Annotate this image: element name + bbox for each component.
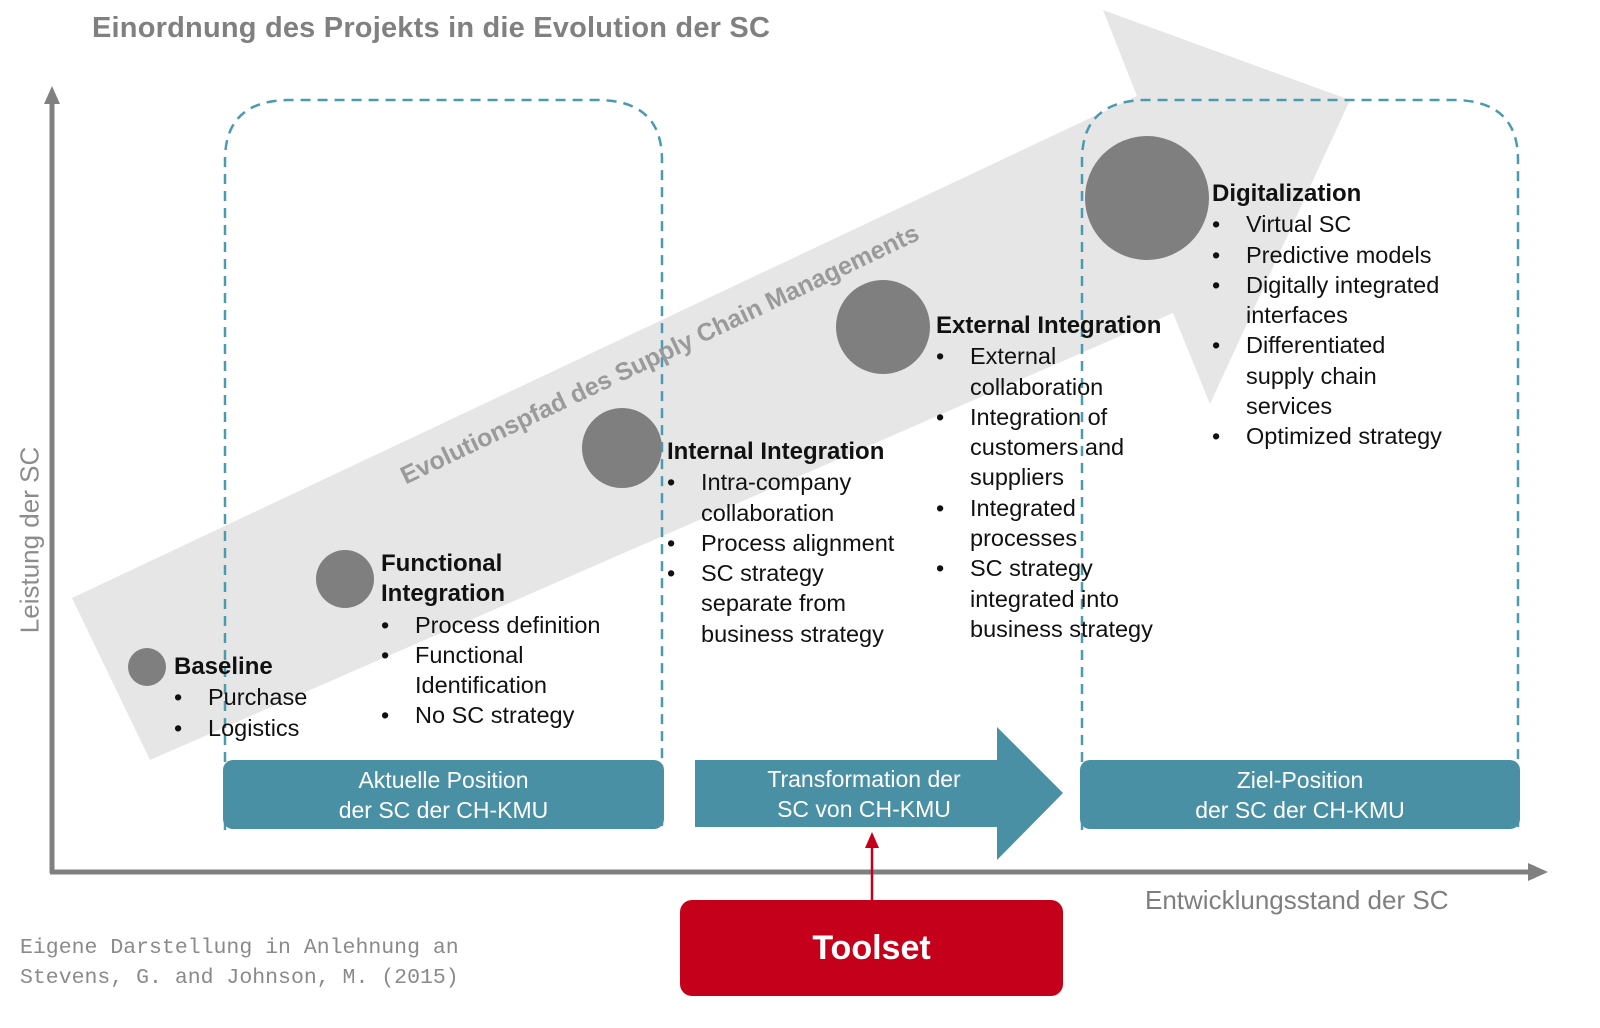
bullet-item: No SC strategy [381, 700, 601, 731]
bullet-item: SC strategy integrated into business str… [936, 553, 1161, 644]
current-position-line1: Aktuelle Position [358, 766, 529, 793]
stage-heading: Baseline [174, 653, 273, 680]
bullet-item: Process definition [381, 610, 601, 641]
bullet-item: Integration of customers and suppliers [936, 402, 1161, 493]
stage-bullets: Process definition Functional Identifica… [381, 610, 601, 731]
evolution-path-arrow [72, 10, 1350, 760]
stage-marker-internal-integration [582, 408, 662, 488]
stage-bullets: Virtual SC Predictive models Digitally i… [1212, 209, 1442, 452]
current-position-box: Aktuelle Position der SC der CH-KMU [223, 760, 664, 829]
bullet-item: External collaboration [936, 341, 1161, 402]
stage-heading: External Integration [936, 312, 1162, 339]
stage-bullets: Purchase Logistics [174, 682, 307, 743]
stage-marker-digitalization [1085, 136, 1209, 260]
target-position-line1: Ziel-Position [1236, 766, 1364, 793]
stage-heading: Functional Integration [381, 550, 505, 608]
diagram-title: Einordnung des Projekts in die Evolution… [92, 12, 771, 44]
transformation-arrow [695, 727, 1063, 860]
y-axis-arrowhead [44, 86, 60, 104]
bullet-item: Integrated processes [936, 493, 1161, 554]
toolset-connector-arrowhead [865, 832, 879, 848]
stage-bullets: Intra-company collaboration Process alig… [667, 467, 894, 649]
bullet-item: Virtual SC [1212, 209, 1442, 240]
stage-marker-functional-integration [316, 550, 374, 608]
bullet-item: Purchase [174, 682, 307, 713]
x-axis-label: Entwicklungsstand der SC [1145, 885, 1449, 915]
stage-internal-integration: Internal Integration Intra-company colla… [667, 437, 894, 649]
stage-external-integration: External Integration External collaborat… [936, 311, 1161, 644]
bullet-item: Intra-company collaboration [667, 467, 894, 528]
bullet-item: SC strategy separate from business strat… [667, 558, 894, 649]
stage-marker-external-integration [836, 280, 930, 374]
transformation-line2: SC von CH-KMU [777, 796, 951, 822]
bullet-item: Optimized strategy [1212, 421, 1442, 452]
stage-baseline: Baseline Purchase Logistics [174, 652, 307, 743]
toolset-box: Toolset [680, 900, 1063, 996]
transformation-line1: Transformation der [767, 766, 961, 792]
stage-bullets: External collaboration Integration of cu… [936, 341, 1161, 644]
transformation-label: Transformation der SC von CH-KMU [696, 764, 1032, 824]
bullet-item: Process alignment [667, 528, 894, 559]
current-position-line2: der SC der CH-KMU [338, 796, 549, 823]
target-position-box: Ziel-Position der SC der CH-KMU [1080, 760, 1520, 829]
bullet-item: Logistics [174, 713, 307, 744]
stage-marker-baseline [128, 648, 166, 686]
y-axis-label: Leistung der SC [14, 446, 45, 634]
current-position-region [223, 98, 664, 830]
stage-heading: Digitalization [1212, 180, 1362, 207]
target-position-region [1080, 98, 1520, 830]
bullet-item: Predictive models [1212, 240, 1442, 271]
x-axis-arrowhead [1528, 863, 1548, 881]
target-position-line2: der SC der CH-KMU [1195, 796, 1405, 823]
stage-heading: Internal Integration [667, 438, 885, 465]
bullet-item: Functional Identification [381, 640, 601, 701]
bullet-item: Digitally integrated interfaces [1212, 270, 1442, 331]
stage-digitalization: Digitalization Virtual SC Predictive mod… [1212, 179, 1442, 452]
stage-functional-integration: Functional Integration Process definitio… [381, 549, 601, 731]
bullet-item: Differentiated supply chain services [1212, 330, 1442, 421]
